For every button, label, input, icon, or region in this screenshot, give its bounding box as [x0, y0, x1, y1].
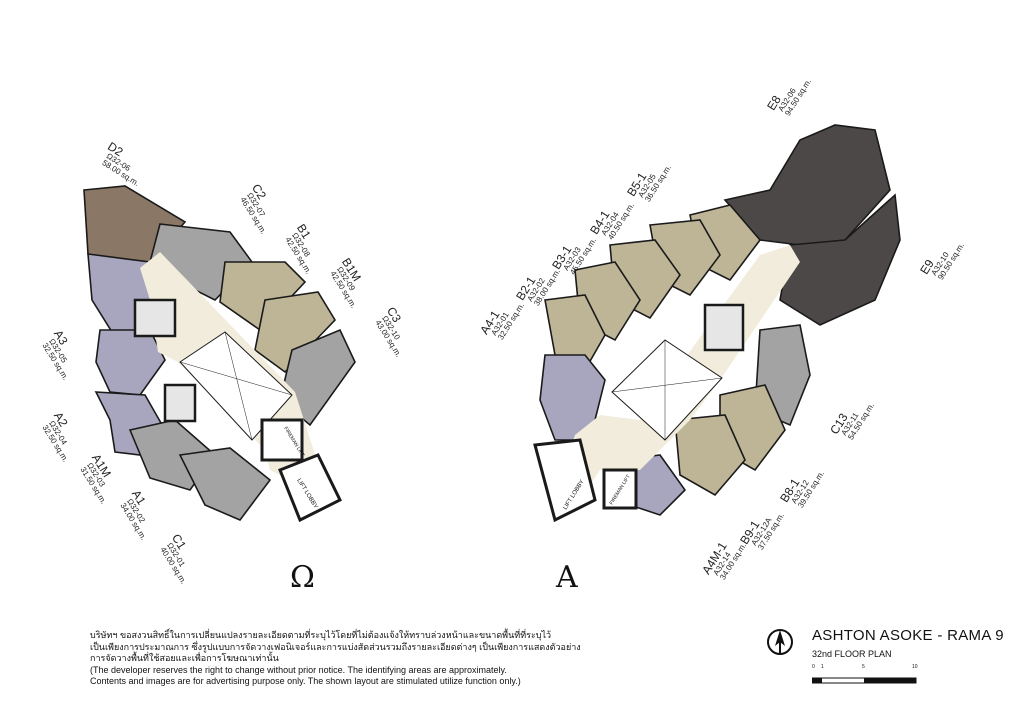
unit-a2-shape[interactable]	[95, 329, 166, 396]
disclaimer-line: เป็นเพียงการประมาณการ ซึ่งรูปแบบการจัดวา…	[90, 641, 581, 652]
disclaimer-line: บริษัทฯ ขอสงวนสิทธิ์ในการเปลี่ยนแปลงรายล…	[90, 630, 552, 640]
scale-tick: 1	[821, 664, 824, 670]
stair-a	[703, 303, 745, 352]
tower-a-plan	[533, 124, 901, 523]
stair-omega	[133, 298, 177, 338]
north-arrow-icon	[767, 629, 793, 655]
disclaimer-line: Contents and images are for advertising …	[90, 676, 521, 686]
tower-label-omega: Ω	[290, 560, 315, 595]
lift-lobby-a-box	[533, 438, 597, 523]
disclaimer: บริษัทฯ ขอสงวนสิทธิ์ในการเปลี่ยนแปลงรายล…	[90, 630, 650, 688]
disclaimer-line: (The developer reserves the right to cha…	[90, 664, 507, 675]
scale-bar: 0 1 5 10	[811, 664, 922, 690]
scale-bar-graphic	[811, 677, 917, 684]
tower-omega-plan	[83, 185, 356, 523]
tower-label-a: A	[556, 560, 578, 595]
project-title: ASHTON ASOKE - RAMA 9	[812, 627, 1004, 644]
unit-a41-shape[interactable]	[544, 294, 606, 372]
disclaimer-line: การจัดวางพื้นที่ใช้สอยและเพื่อการโฆษณาเท…	[90, 653, 279, 663]
unit-c1-shape[interactable]	[178, 447, 272, 521]
plan-title: 32nd FLOOR PLAN	[812, 649, 892, 659]
unit-e9-shape[interactable]	[779, 193, 901, 326]
scale-tick: 0	[812, 664, 815, 670]
fireman-lift-omega-box	[260, 418, 304, 462]
unit-e8-shape[interactable]	[723, 124, 891, 246]
scale-tick: 10	[912, 664, 918, 670]
lift-lobby-omega-box	[278, 453, 343, 523]
fireman-lift-a-box	[602, 468, 638, 510]
scale-tick: 5	[862, 664, 865, 670]
unit-b91-shape[interactable]	[674, 414, 746, 497]
stair-omega-2	[163, 383, 197, 423]
